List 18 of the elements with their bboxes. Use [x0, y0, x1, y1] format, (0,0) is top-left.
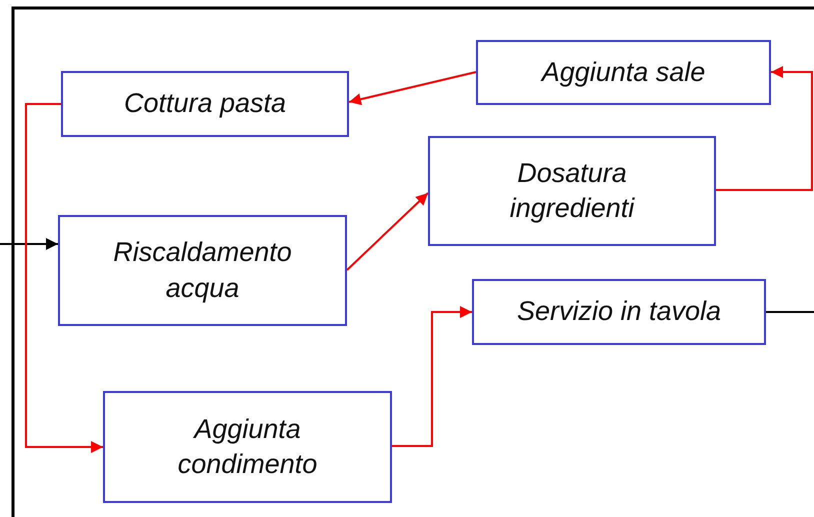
arrow — [348, 71, 476, 106]
process-box — [476, 40, 771, 105]
step-label: Dosatura ingredienti — [508, 156, 636, 225]
step-label: Aggiunta sale — [542, 56, 706, 89]
process-box — [428, 136, 716, 246]
arrow — [346, 192, 429, 271]
step-label: Servizio in tavola — [516, 295, 722, 328]
arrow — [25, 103, 103, 453]
process-box — [58, 215, 347, 326]
step-label: Cottura pasta — [124, 87, 286, 120]
process-box — [472, 279, 766, 345]
step-label: Aggiunta condimento — [176, 412, 318, 481]
arrow — [392, 306, 472, 447]
process-box — [103, 391, 392, 503]
arrow — [0, 238, 58, 250]
arrow — [716, 66, 813, 191]
step-label: Riscaldamento acqua — [112, 236, 293, 305]
process-box — [61, 71, 349, 137]
